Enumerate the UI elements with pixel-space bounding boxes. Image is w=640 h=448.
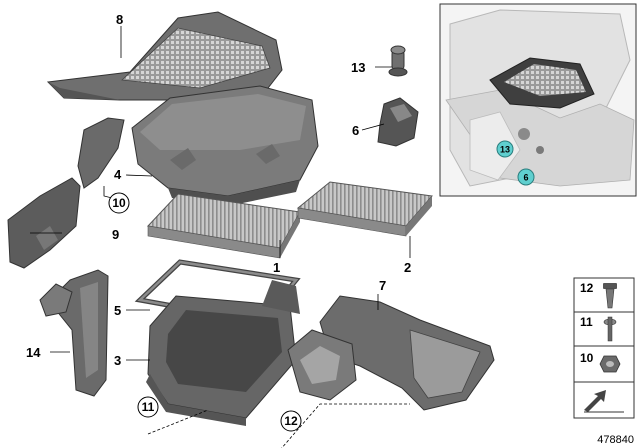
callout-10-circle: 10	[108, 192, 130, 214]
part-4-housing-lid	[131, 85, 319, 206]
part-7-air-duct	[287, 295, 495, 411]
part-3-filter-housing	[146, 280, 300, 426]
legend-item-10-label: 10	[580, 351, 594, 365]
callout-6: 6	[352, 123, 359, 138]
part-2-cabin-filter	[296, 181, 433, 237]
callout-12-circle: 12	[280, 410, 302, 432]
callout-13: 13	[351, 60, 365, 75]
callout-10: 10	[112, 196, 126, 210]
callout-labels: 8 4 13 6 10 9 1 2 5 7 3 14 11 12	[26, 12, 411, 432]
inset-badge-6: 6	[517, 168, 535, 186]
part-13-grommet	[388, 45, 408, 77]
inset-badge-13-label: 13	[500, 145, 510, 155]
part-9-side-trim	[7, 117, 125, 269]
callout-4: 4	[114, 167, 122, 182]
legend-item-11-label: 11	[580, 315, 593, 329]
part-8-intake-grille	[46, 11, 283, 101]
diagram-number: 478840	[597, 434, 634, 446]
callout-2: 2	[404, 260, 411, 275]
unit-arrow-icon	[584, 390, 624, 413]
part-6-bracket	[377, 97, 419, 147]
callout-8: 8	[116, 12, 123, 27]
inset-badge-13: 13	[496, 140, 514, 158]
fastener-legend: 12 11 10	[573, 277, 635, 419]
legend-item-12-label: 12	[580, 281, 594, 295]
callout-3: 3	[114, 353, 121, 368]
callout-9: 9	[112, 227, 119, 242]
callout-5: 5	[114, 303, 121, 318]
nut-icon	[599, 355, 621, 373]
callout-12: 12	[284, 414, 298, 428]
screw-icon	[603, 283, 617, 309]
part-14-vertical-duct	[39, 269, 109, 397]
part-1-cabin-filter	[146, 193, 301, 259]
callout-11-circle: 11	[137, 396, 159, 418]
callout-14: 14	[26, 345, 41, 360]
location-inset: 13 6	[439, 3, 637, 197]
callout-1: 1	[273, 260, 280, 275]
callout-11: 11	[142, 400, 155, 414]
callout-7: 7	[379, 278, 386, 293]
clip-pin-icon	[603, 316, 617, 342]
inset-badge-6-label: 6	[523, 173, 528, 183]
